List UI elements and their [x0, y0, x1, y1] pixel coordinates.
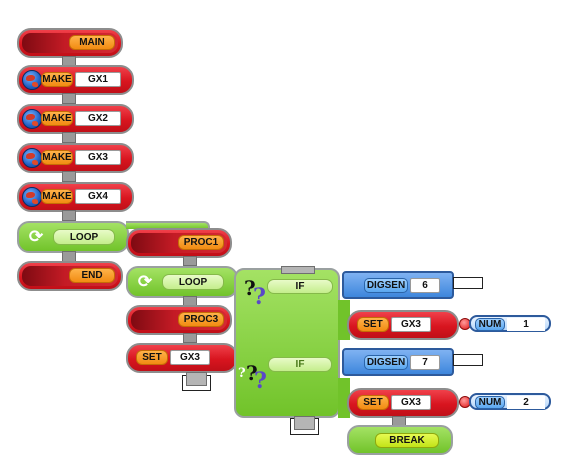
- set-bottom-connector: [186, 372, 207, 386]
- make-connector: [62, 171, 76, 182]
- proc1-label: PROC1: [178, 235, 224, 250]
- globe-icon: [22, 70, 42, 90]
- num-label: NUM: [475, 318, 505, 331]
- set-block-gx3-2[interactable]: SET GX3: [347, 388, 459, 418]
- num-label: NUM: [475, 396, 505, 409]
- end-label: END: [69, 268, 115, 283]
- proc1-connector: [183, 256, 197, 266]
- num-value-field[interactable]: 1: [507, 318, 545, 331]
- loop-label: LOOP: [162, 274, 224, 290]
- set-label: SET: [136, 350, 168, 365]
- question-mark-icon: ?: [253, 284, 266, 310]
- make-label: MAKE: [41, 72, 73, 87]
- if-bottom-connector: [294, 416, 315, 430]
- if2-label: IF: [268, 357, 332, 372]
- make-label: MAKE: [41, 189, 73, 204]
- main-label: MAIN: [69, 35, 115, 50]
- question-mark-icon: ?: [254, 368, 267, 394]
- set-label: SET: [357, 395, 389, 410]
- num-block-2[interactable]: NUM 2: [469, 393, 551, 410]
- set-var-field[interactable]: GX3: [391, 395, 431, 410]
- make-label: MAKE: [41, 150, 73, 165]
- make-var-field[interactable]: GX3: [75, 150, 121, 165]
- loop-arrows-icon: ⟳: [137, 272, 153, 291]
- loop-arm: [126, 221, 210, 229]
- digsen-label: DIGSEN: [364, 355, 408, 370]
- question-mark-icon: ?: [246, 361, 258, 385]
- make-var-field[interactable]: GX2: [75, 111, 121, 126]
- make-block-gx3[interactable]: MAKE GX3: [17, 143, 134, 173]
- proc1-block[interactable]: PROC1: [126, 228, 232, 258]
- main-block[interactable]: MAIN: [17, 28, 123, 58]
- break-label: BREAK: [375, 433, 439, 448]
- make-block-gx2[interactable]: MAKE GX2: [17, 104, 134, 134]
- proc3-label: PROC3: [178, 312, 224, 327]
- set-block-gx3-1[interactable]: SET GX3: [347, 310, 459, 340]
- loop-block[interactable]: ⟳ LOOP: [17, 221, 129, 253]
- make-var-field[interactable]: GX1: [75, 72, 121, 87]
- question-mark-icon: ?: [244, 276, 256, 300]
- break-block[interactable]: BREAK: [347, 425, 453, 455]
- set-block-gx3-0[interactable]: SET GX3: [126, 343, 238, 373]
- make-connector: [62, 132, 76, 143]
- digsen-socket: [453, 277, 483, 289]
- proc3-block[interactable]: PROC3: [126, 305, 232, 335]
- set-var-field[interactable]: GX3: [391, 317, 431, 332]
- loop-block-inner[interactable]: ⟳ LOOP: [126, 266, 238, 298]
- if-label: IF: [267, 279, 333, 294]
- end-block[interactable]: END: [17, 261, 123, 291]
- digsen-value-field[interactable]: 7: [410, 355, 440, 370]
- globe-icon: [22, 109, 42, 129]
- globe-icon: [22, 148, 42, 168]
- make-connector: [62, 210, 76, 221]
- globe-icon: [22, 187, 42, 207]
- make-connector: [62, 93, 76, 104]
- num-block-1[interactable]: NUM 1: [469, 315, 551, 332]
- question-mark-icon: ?: [238, 366, 246, 381]
- digsen-socket: [453, 354, 483, 366]
- digsen-label: DIGSEN: [364, 278, 408, 293]
- if-top-connector: [281, 266, 315, 274]
- make-label: MAKE: [41, 111, 73, 126]
- set-var-field[interactable]: GX3: [170, 350, 210, 365]
- loop-label: LOOP: [53, 229, 115, 245]
- make-block-gx1[interactable]: MAKE GX1: [17, 65, 134, 95]
- proc3-connector: [183, 333, 197, 343]
- loop-arrows-icon: ⟳: [28, 227, 44, 246]
- set-label: SET: [357, 317, 389, 332]
- make-var-field[interactable]: GX4: [75, 189, 121, 204]
- digsen-block-6[interactable]: DIGSEN 6: [342, 271, 454, 299]
- num-value-field[interactable]: 2: [507, 396, 545, 409]
- digsen-value-field[interactable]: 6: [410, 278, 440, 293]
- make-block-gx4[interactable]: MAKE GX4: [17, 182, 134, 212]
- digsen-block-7[interactable]: DIGSEN 7: [342, 348, 454, 376]
